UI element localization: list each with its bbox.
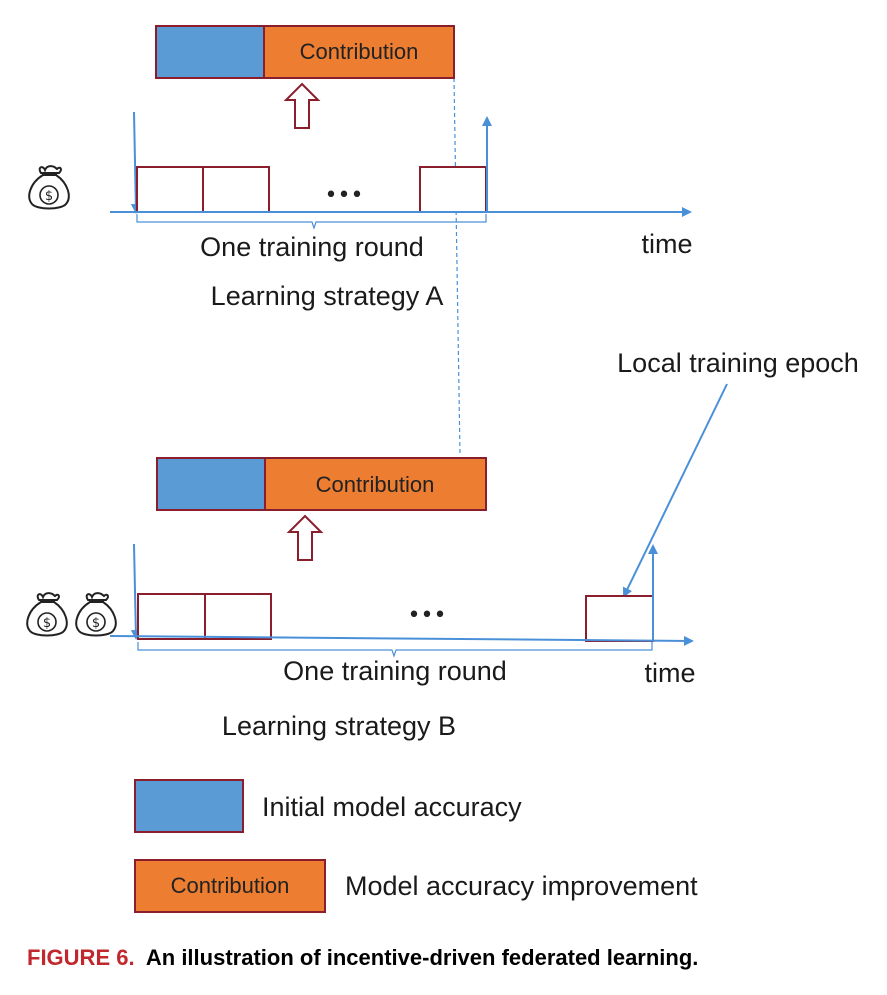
legend-contribution-swatch-label: Contribution bbox=[171, 873, 290, 898]
legend: Initial model accuracy Contribution Mode… bbox=[134, 779, 698, 913]
contribution-bar-a-label: Contribution bbox=[300, 39, 419, 64]
money-bag-icon bbox=[28, 164, 71, 210]
alignment-dashed-line bbox=[453, 77, 461, 456]
ellipsis-a: ••• bbox=[325, 183, 364, 208]
initial-accuracy-bar-a bbox=[155, 25, 265, 79]
up-hollow-arrow-a-icon bbox=[283, 82, 321, 129]
contribution-bar-a bbox=[263, 25, 455, 79]
legend-initial-label: Initial model accuracy bbox=[262, 792, 522, 822]
epoch-box-b-last bbox=[585, 595, 654, 642]
round-start-marker-a bbox=[130, 111, 141, 214]
legend-improvement-label: Model accuracy improvement bbox=[345, 871, 698, 901]
epoch-box-a-1 bbox=[136, 166, 204, 213]
caption-text: An illustration of incentive-driven fede… bbox=[145, 945, 699, 970]
contribution-bar-b bbox=[264, 457, 487, 511]
money-bag-icon bbox=[26, 591, 69, 637]
legend-contribution-swatch bbox=[134, 859, 326, 913]
time-label-b: time bbox=[644, 658, 695, 688]
round-start-marker-b bbox=[130, 543, 141, 640]
round-label-b: One training round bbox=[283, 656, 507, 686]
epoch-box-a-2 bbox=[202, 166, 270, 213]
round-brace-b bbox=[137, 642, 653, 658]
legend-initial-swatch bbox=[134, 779, 244, 833]
strategy-b-group: Local training epoch Contribution ••• On… bbox=[26, 348, 859, 741]
contribution-bar-b-label: Contribution bbox=[316, 472, 435, 497]
strategy-a-label: Learning strategy A bbox=[211, 281, 444, 311]
time-label-a: time bbox=[641, 229, 692, 259]
round-brace-a bbox=[136, 214, 487, 230]
local-epoch-label: Local training epoch bbox=[617, 348, 859, 378]
round-label-a: One training round bbox=[200, 232, 424, 262]
time-axis-b bbox=[109, 635, 694, 646]
ellipsis-b: ••• bbox=[408, 603, 447, 628]
figure-caption: FIGURE 6. An illustration of incentive-d… bbox=[27, 945, 877, 971]
money-bag-icon bbox=[75, 591, 118, 637]
strategy-b-label: Learning strategy B bbox=[222, 711, 456, 741]
initial-accuracy-bar-b bbox=[156, 457, 266, 511]
epoch-box-b-1 bbox=[137, 593, 206, 640]
local-epoch-pointer bbox=[622, 383, 728, 598]
epoch-box-b-2 bbox=[204, 593, 272, 640]
figure-number: FIGURE 6. bbox=[27, 945, 135, 970]
up-hollow-arrow-b-icon bbox=[286, 514, 324, 561]
epoch-box-a-last bbox=[419, 166, 487, 213]
strategy-a-group: Contribution ••• One training round time… bbox=[28, 25, 693, 311]
